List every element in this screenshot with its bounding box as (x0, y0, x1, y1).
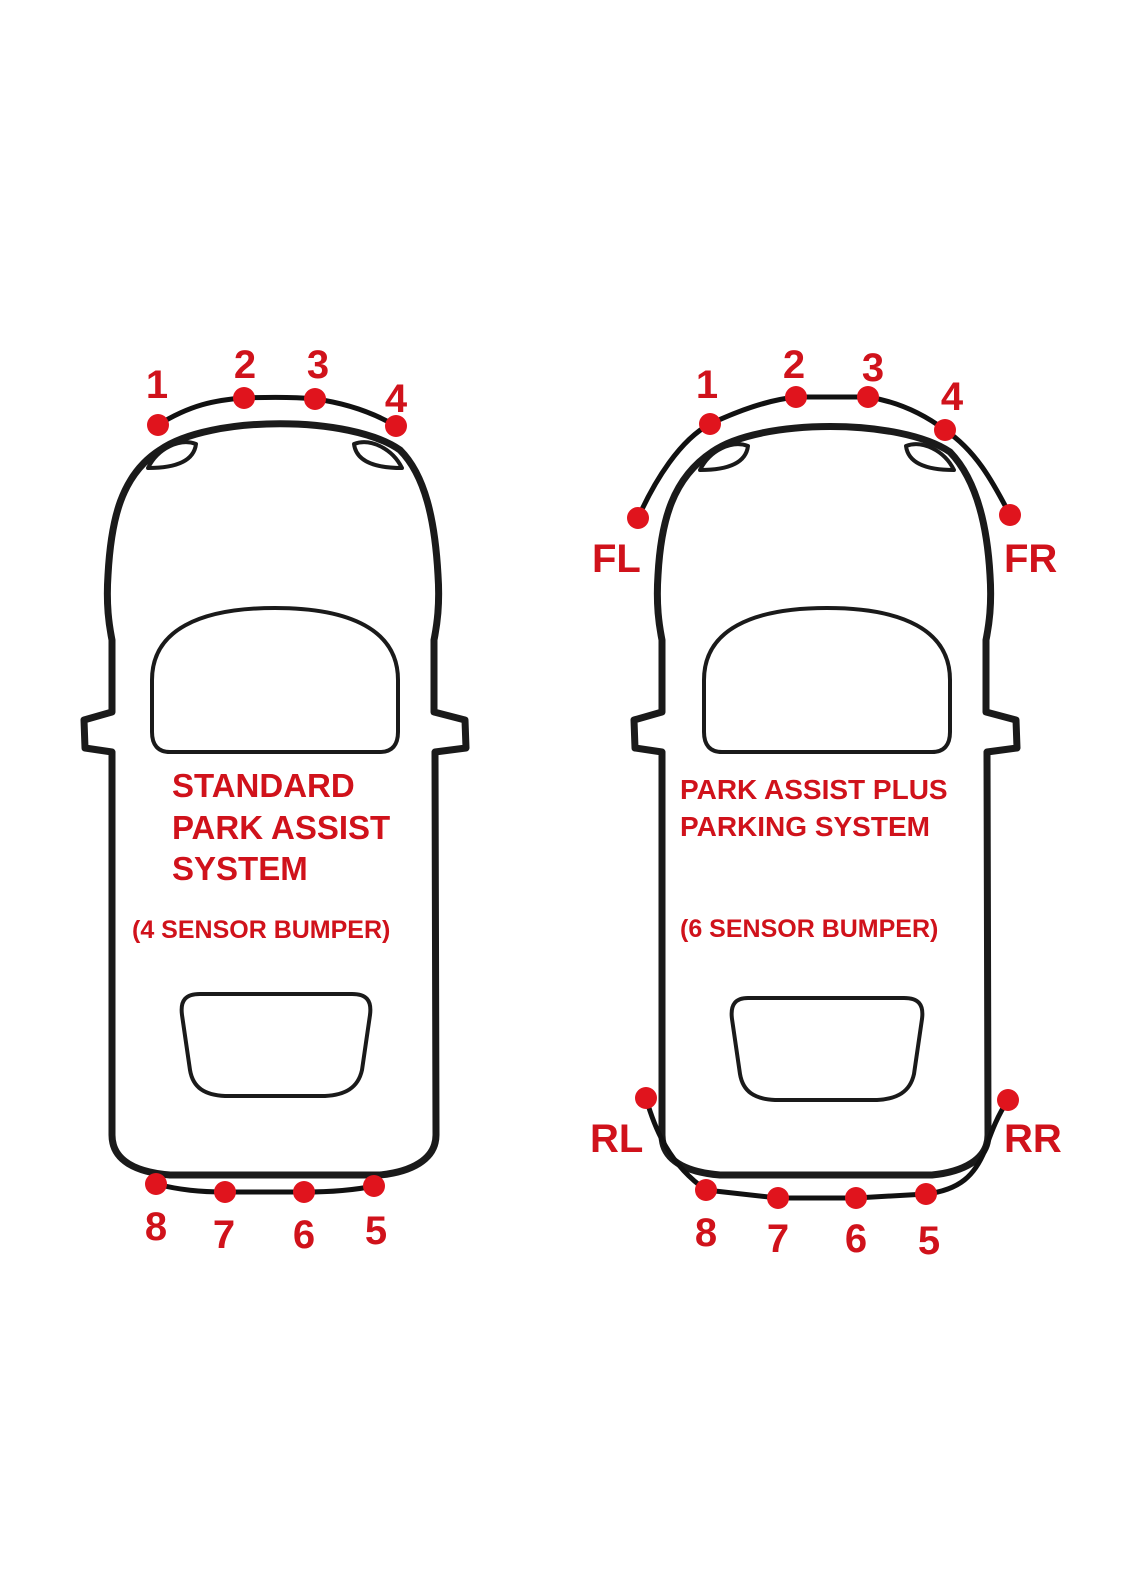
sensor-5-dot (363, 1175, 385, 1197)
rear-sensor-wire (643, 1095, 1011, 1201)
system-title-line-2: PARK ASSIST (172, 809, 390, 846)
headlight-right (352, 440, 404, 470)
corner-label-rr: RR (1004, 1117, 1062, 1161)
sensor-number-6: 6 (293, 1213, 315, 1257)
sensor-number-1: 1 (146, 363, 168, 407)
front-sensor-wire (155, 394, 399, 429)
sensor-number-3: 3 (862, 346, 884, 390)
sensor-6-dot (293, 1181, 315, 1203)
sensor-2-dot (785, 386, 807, 408)
sensor-number-1: 1 (696, 363, 718, 407)
system-title-line-1: STANDARD (172, 767, 355, 804)
corner-label-fr: FR (1004, 537, 1057, 581)
sensor-rr-dot (997, 1089, 1019, 1111)
sensor-number-4: 4 (941, 375, 964, 419)
sensor-2-dot (233, 387, 255, 409)
system-title-line-2: PARKING SYSTEM (680, 811, 930, 842)
sensor-number-2: 2 (234, 343, 256, 387)
sensor-4-dot (934, 419, 956, 441)
headlight-right (904, 442, 956, 472)
sensor-rl-dot (635, 1087, 657, 1109)
sensor-6-dot (845, 1187, 867, 1209)
sensor-number-2: 2 (783, 343, 805, 387)
sensor-number-3: 3 (307, 343, 329, 387)
sensor-5-dot (915, 1183, 937, 1205)
sensor-number-5: 5 (918, 1219, 940, 1263)
sensor-number-5: 5 (365, 1209, 387, 1253)
sensor-number-7: 7 (213, 1213, 235, 1257)
sensor-fl-dot (627, 507, 649, 529)
car-body-outline (80, 420, 470, 1179)
sensor-8-dot (145, 1173, 167, 1195)
sensor-count-label: (4 SENSOR BUMPER) (132, 916, 390, 944)
sensor-1-dot (147, 414, 169, 436)
sensor-8-dot (695, 1179, 717, 1201)
sensor-count-label: (6 SENSOR BUMPER) (680, 915, 938, 943)
sensor-fr-dot (999, 504, 1021, 526)
sensor-number-6: 6 (845, 1217, 867, 1261)
left-sensors (145, 387, 407, 1203)
headlight-left (698, 442, 750, 472)
sensor-number-7: 7 (767, 1217, 789, 1261)
rear-sensor-wire (153, 1181, 377, 1195)
sensor-7-dot (214, 1181, 236, 1203)
car-park-assist-plus: 1 2 3 4 8 7 6 5 FL FR RL RR PARK ASSIST … (590, 343, 1062, 1263)
corner-label-fl: FL (592, 537, 641, 581)
sensor-4-dot (385, 415, 407, 437)
sensor-number-8: 8 (695, 1211, 717, 1255)
system-title-line-1: PARK ASSIST PLUS (680, 774, 948, 805)
headlight-left (146, 440, 198, 470)
car-standard: 1 2 3 4 8 7 6 5 STANDARD PARK ASSIST SYS… (80, 343, 470, 1257)
windshield (702, 606, 952, 754)
sensor-3-dot (857, 386, 879, 408)
system-title-line-3: SYSTEM (172, 850, 308, 887)
right-sensors (627, 386, 1021, 1209)
sensor-3-dot (304, 388, 326, 410)
sensor-7-dot (767, 1187, 789, 1209)
corner-label-rl: RL (590, 1117, 643, 1161)
rear-window (179, 992, 373, 1098)
sensor-1-dot (699, 413, 721, 435)
sensor-number-8: 8 (145, 1205, 167, 1249)
windshield (150, 606, 400, 754)
sensor-number-4: 4 (385, 377, 408, 421)
rear-window (729, 996, 925, 1102)
